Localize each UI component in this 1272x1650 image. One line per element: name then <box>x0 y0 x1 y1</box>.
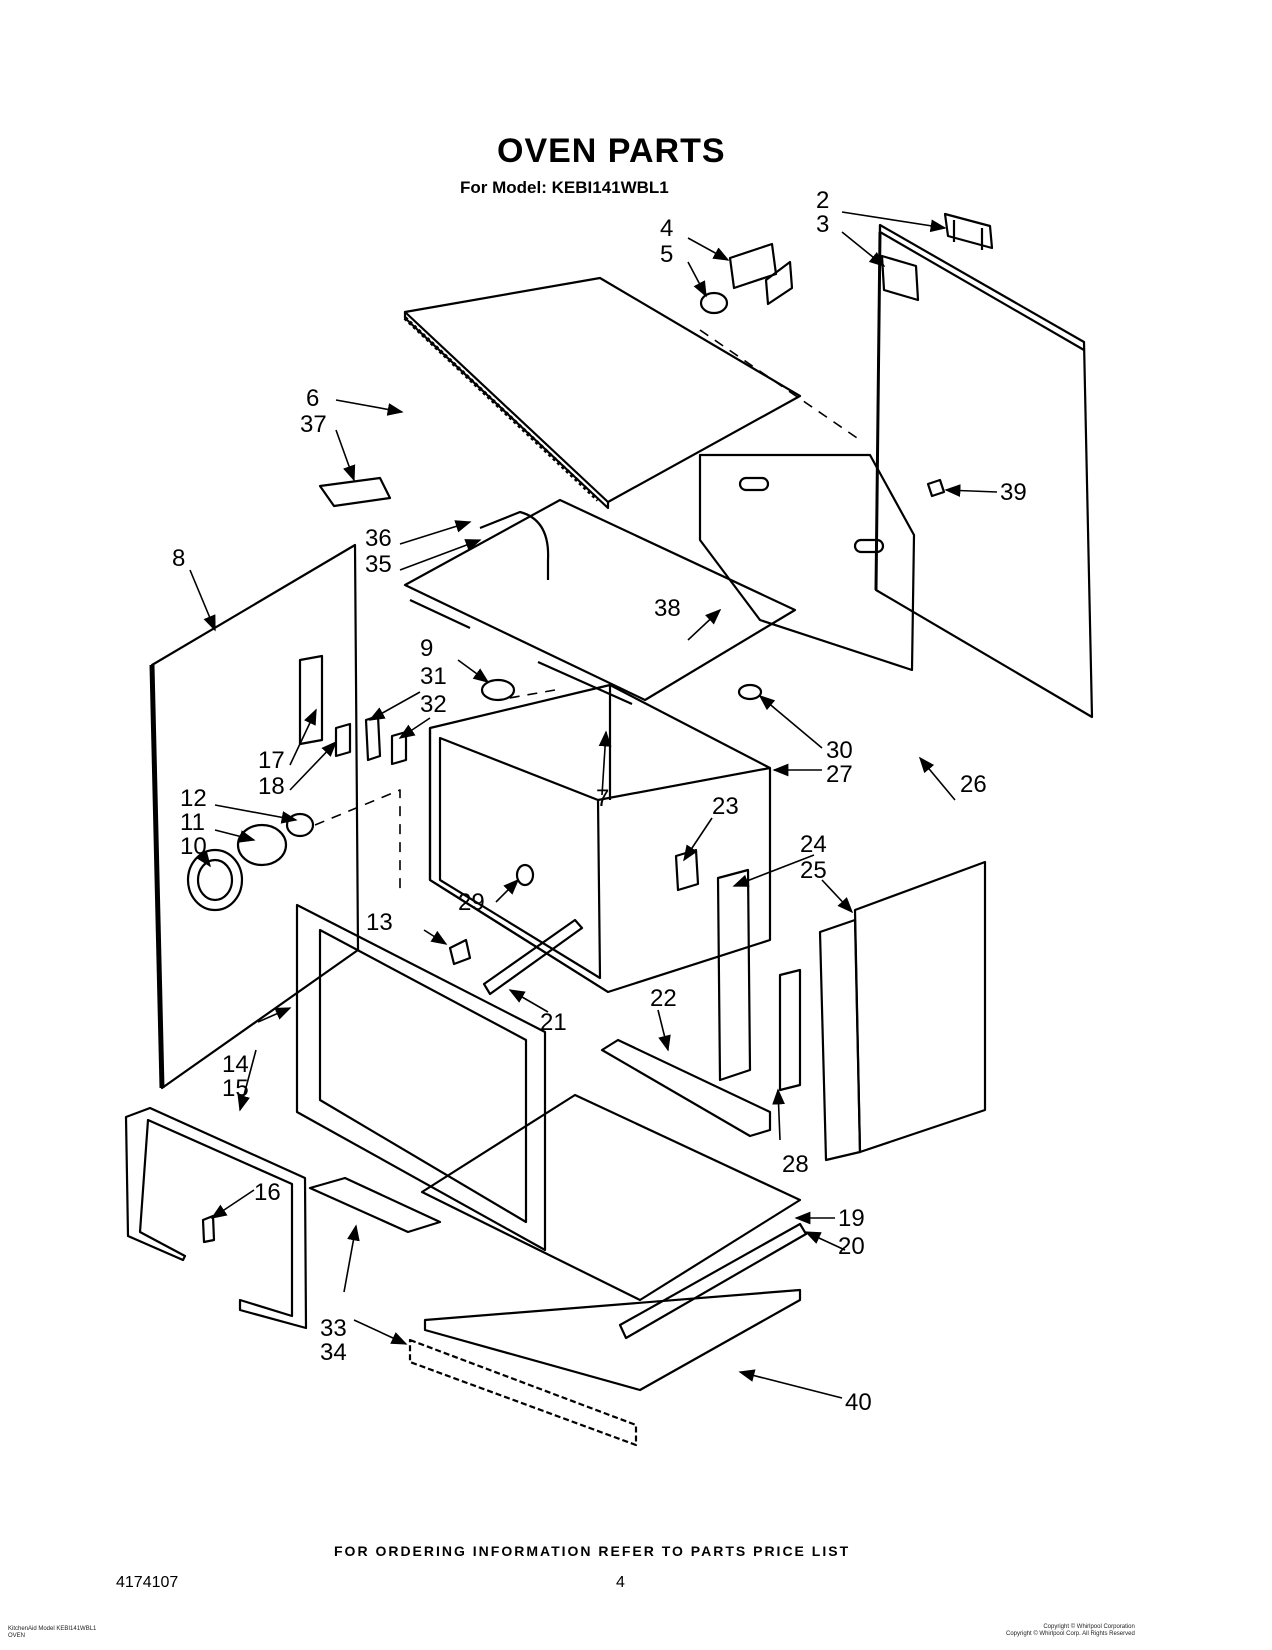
callout-4: 4 <box>660 215 673 242</box>
callout-9: 9 <box>420 635 433 662</box>
rear-panel <box>874 223 1094 719</box>
bottom-trim <box>423 1288 802 1392</box>
page-title: OVEN PARTS <box>497 132 726 170</box>
callout-31: 31 <box>420 663 447 690</box>
callout-23: 23 <box>712 793 739 820</box>
page-number: 4 <box>616 1574 625 1591</box>
inner-top-plate <box>403 498 797 702</box>
callout-26: 26 <box>960 771 987 798</box>
lamp-lens <box>236 823 288 867</box>
callout-39: 39 <box>1000 479 1027 506</box>
hinge-bracket <box>943 212 994 250</box>
callout-35: 35 <box>365 551 392 578</box>
callout-16: 16 <box>254 1179 281 1206</box>
callout-24: 24 <box>800 831 827 858</box>
callout-3: 3 <box>816 211 829 238</box>
door-frame <box>295 903 547 1252</box>
callout-2: 2 <box>816 187 829 214</box>
callout-20: 20 <box>838 1233 865 1260</box>
callout-15: 15 <box>222 1075 249 1102</box>
clip-16 <box>201 1214 216 1244</box>
label-tag <box>880 254 920 302</box>
ordering-note: FOR ORDERING INFORMATION REFER TO PARTS … <box>334 1543 851 1559</box>
callout-28: 28 <box>782 1151 809 1178</box>
callout-38: 38 <box>654 595 681 622</box>
callout-18: 18 <box>258 773 285 800</box>
callout-5: 5 <box>660 241 673 268</box>
grommet-30 <box>737 683 763 701</box>
callout-12: 12 <box>180 785 207 812</box>
model-number: KEBI141WBL1 <box>551 178 669 197</box>
callout-6: 6 <box>306 385 319 412</box>
grommet-29 <box>515 863 535 887</box>
door-hinge <box>716 868 752 1082</box>
block-31 <box>364 714 382 762</box>
fine-print-right-line2: Copyright © Whirlpool Corp. All Rights R… <box>1006 1631 1135 1637</box>
fine-print-left: KitchenAid Model KEBI141WBL1 OVEN <box>8 1626 96 1640</box>
block-32 <box>390 730 408 766</box>
fine-print-left-line2: OVEN <box>8 1633 26 1639</box>
document-number: 4174107 <box>116 1574 179 1591</box>
clip-13 <box>448 938 472 966</box>
top-cover-panel <box>403 276 802 504</box>
callout-14: 14 <box>222 1051 249 1078</box>
callout-22: 22 <box>650 985 677 1012</box>
lamp-ring <box>186 848 244 912</box>
callout-30: 30 <box>826 737 853 764</box>
knob <box>699 291 729 315</box>
model-label: For Model: <box>460 178 547 197</box>
callout-7: 7 <box>596 785 609 812</box>
callout-13: 13 <box>366 909 393 936</box>
callout-33: 33 <box>320 1315 347 1342</box>
oven-bottom <box>420 1093 802 1302</box>
fine-print-right: Copyright © Whirlpool Corporation Copyri… <box>1006 1624 1135 1638</box>
callout-40: 40 <box>845 1389 872 1416</box>
door-latch <box>778 968 802 1092</box>
kick-plate <box>408 1338 638 1447</box>
sensor-37 <box>318 476 392 508</box>
callout-29: 29 <box>458 889 485 916</box>
fine-print-left-line1: KitchenAid Model KEBI141WBL1 <box>8 1626 97 1632</box>
callout-37: 37 <box>300 411 327 438</box>
tube-35 <box>479 510 550 580</box>
side-rail <box>618 1222 808 1340</box>
back-wall <box>698 453 916 672</box>
callout-labels: 2 3 4 5 6 37 39 36 35 8 38 9 31 32 30 27… <box>172 187 1027 1416</box>
callout-19: 19 <box>838 1205 865 1232</box>
mounting-bracket <box>728 242 778 290</box>
callout-34: 34 <box>320 1339 347 1366</box>
rack-guide <box>482 918 584 996</box>
fine-print-right-line1: Copyright © Whirlpool Corporation <box>1043 1624 1135 1630</box>
callout-21: 21 <box>540 1009 567 1036</box>
clip-39 <box>926 478 946 498</box>
callout-10: 10 <box>180 833 207 860</box>
vent-panel <box>853 860 987 1154</box>
vent-bar <box>308 1176 442 1234</box>
switch-bracket <box>298 654 324 746</box>
callout-17: 17 <box>258 747 285 774</box>
block-18 <box>334 722 352 758</box>
callout-36: 36 <box>365 525 392 552</box>
model-line: For Model: KEBI141WBL1 <box>460 178 669 198</box>
callout-11: 11 <box>180 809 205 836</box>
callout-27: 27 <box>826 761 853 788</box>
callout-32: 32 <box>420 691 447 718</box>
callout-8: 8 <box>172 545 185 572</box>
callout-25: 25 <box>800 857 827 884</box>
lamp-bulb <box>285 812 315 838</box>
element-terminal <box>480 678 516 702</box>
support-bracket <box>600 1038 772 1138</box>
door-gasket <box>124 1106 308 1330</box>
